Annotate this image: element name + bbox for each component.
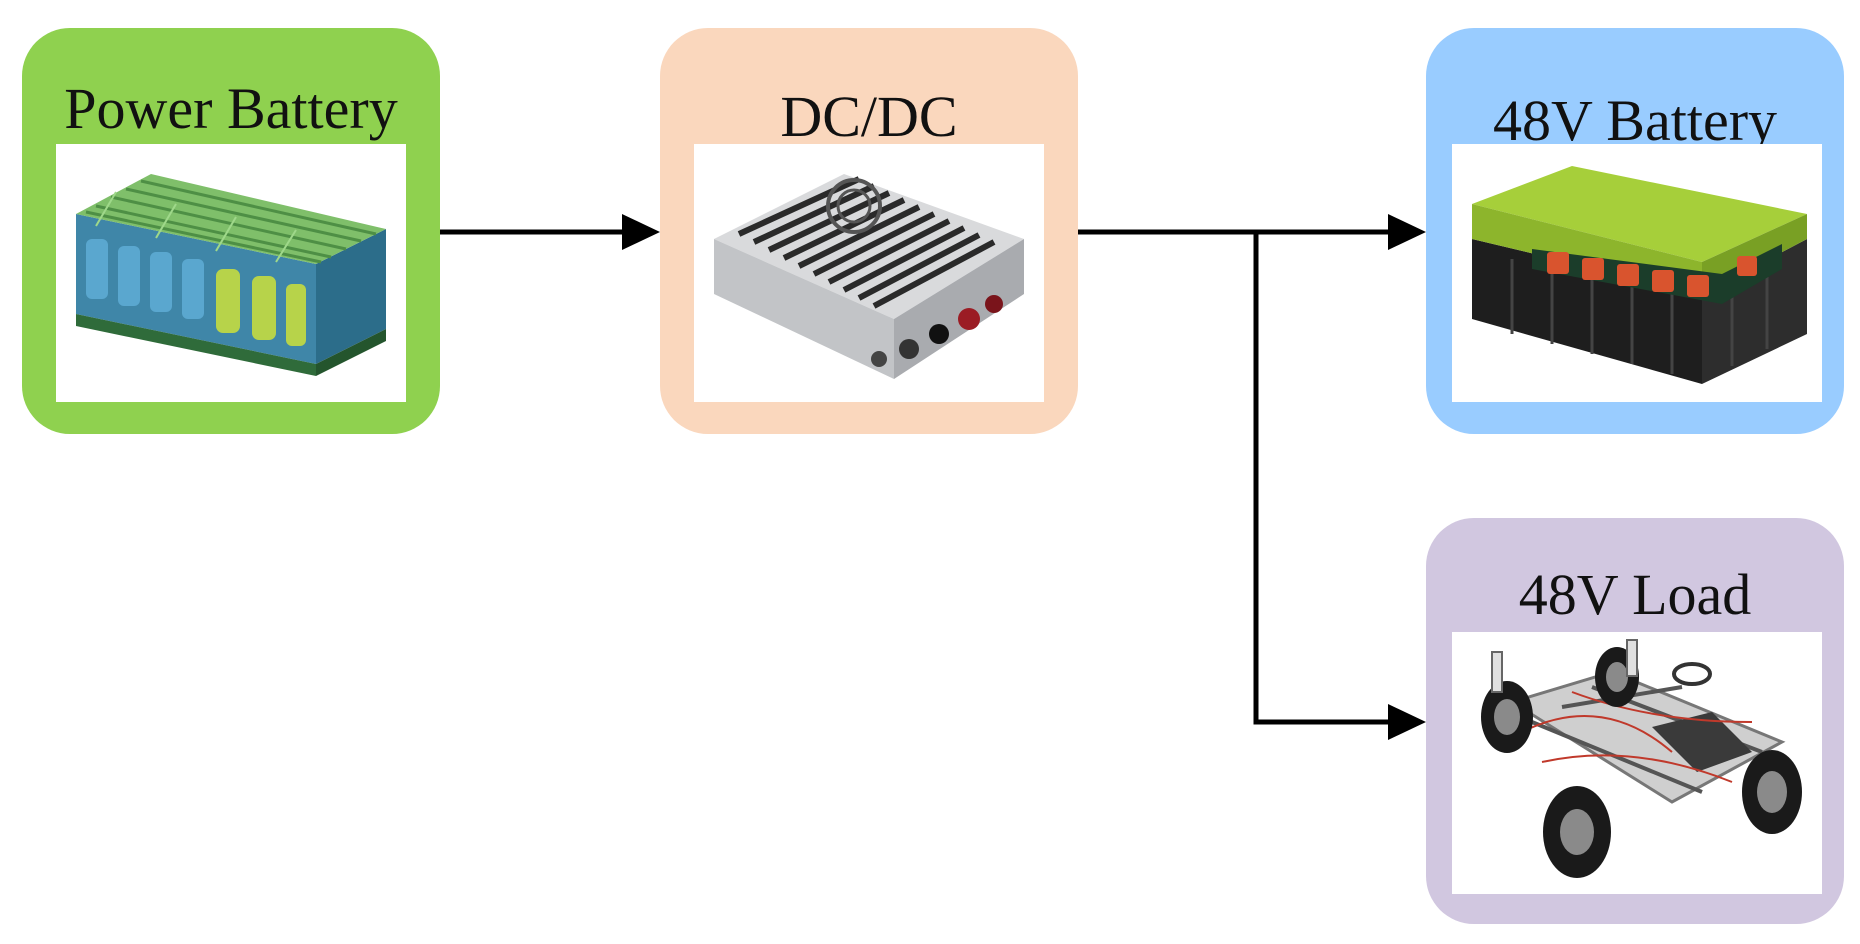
vehicle-chassis-icon: [1452, 632, 1822, 894]
node-48v-battery: 48V Battery: [1426, 28, 1844, 434]
arrowhead-icon: [1388, 214, 1426, 250]
node-power-battery: Power Battery: [22, 28, 440, 434]
node-title-48v-load: 48V Load: [1518, 562, 1752, 627]
arrow-line: [1253, 232, 1394, 725]
node-title-dcdc: DC/DC: [780, 84, 958, 149]
battery-pack-icon: [56, 144, 406, 402]
battery-48v-icon: [1452, 144, 1822, 402]
node-dcdc: DC/DC: [660, 28, 1078, 434]
node-title-power-battery: Power Battery: [64, 76, 398, 141]
arrow-power-to-dcdc: [440, 214, 660, 250]
arrow-dcdc-to-48v-load: [1253, 232, 1426, 740]
arrowhead-icon: [1388, 704, 1426, 740]
node-title-48v-battery: 48V Battery: [1492, 88, 1778, 153]
arrow-dcdc-to-48v-battery: [1078, 214, 1426, 250]
arrowhead-icon: [622, 214, 660, 250]
dcdc-converter-icon: [694, 144, 1044, 402]
node-48v-load: 48V Load: [1426, 518, 1844, 924]
